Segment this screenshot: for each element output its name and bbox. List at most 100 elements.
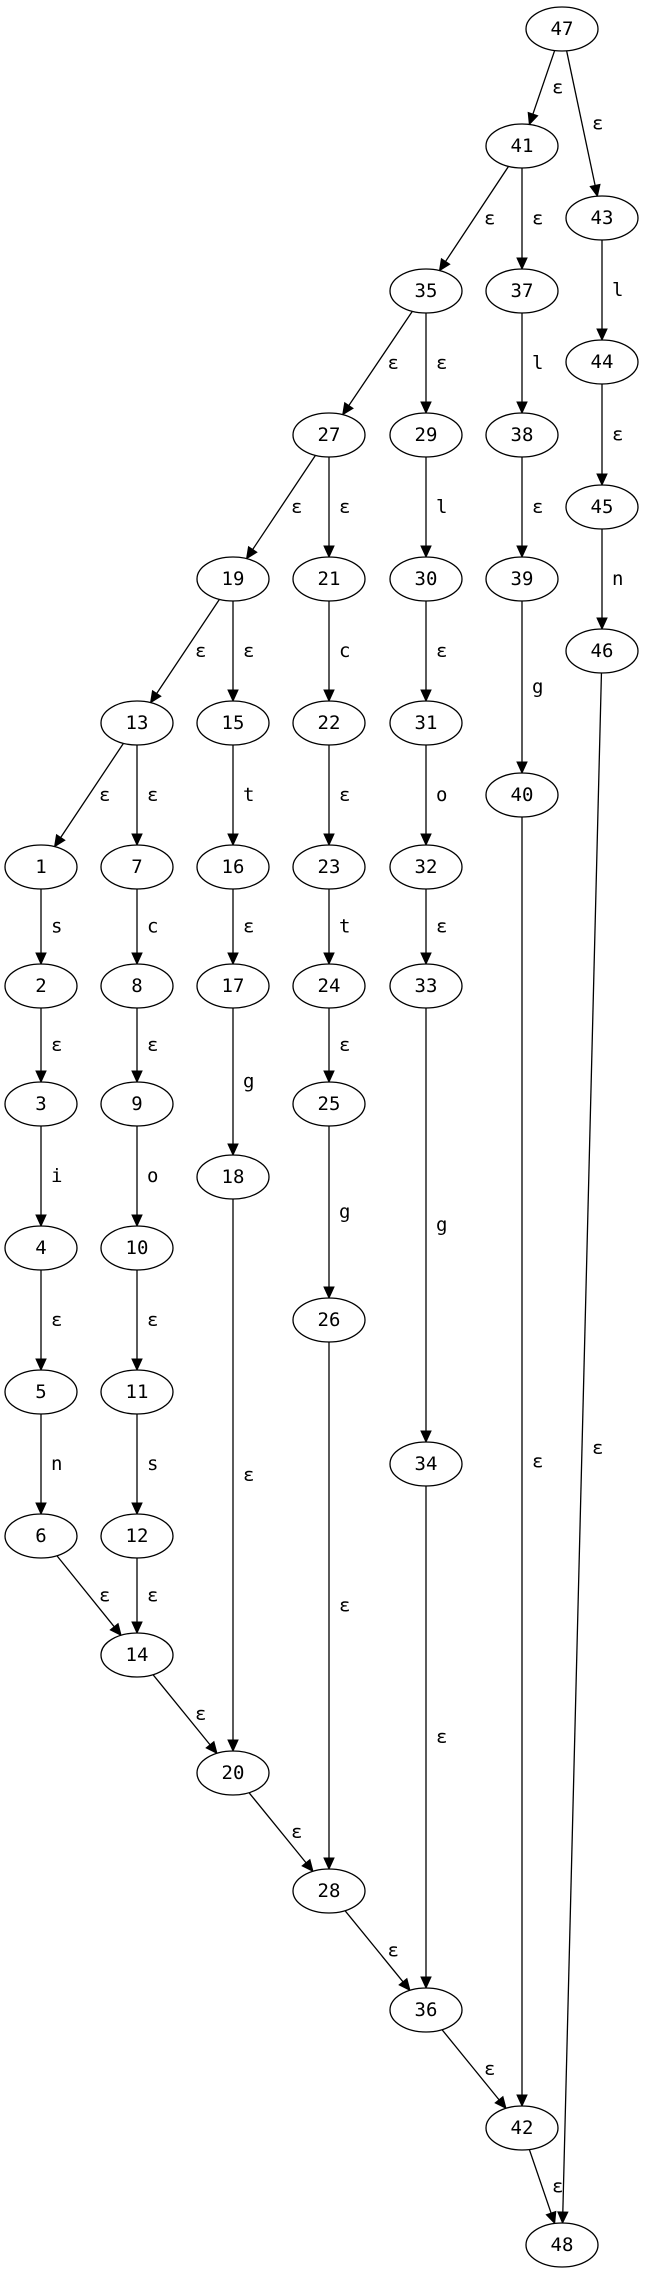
state-label: 9 [131, 1093, 142, 1115]
edge-label: ε [532, 1451, 543, 1473]
arrowhead [420, 401, 432, 415]
state-ellipse [196, 700, 270, 746]
arrowhead [227, 952, 239, 966]
edge-43-44: l [596, 240, 623, 342]
edge-label: l [612, 279, 623, 301]
arrowhead [516, 2094, 528, 2108]
arrowhead [323, 545, 335, 559]
state-node-42: 42 [485, 2105, 559, 2151]
edge-label: o [147, 1165, 158, 1187]
arrowhead [420, 545, 432, 559]
arrowhead [131, 952, 143, 966]
state-ellipse [525, 6, 599, 52]
arrowhead [227, 1739, 239, 1753]
edge-14-20: ε [152, 1674, 218, 1755]
arrowhead [131, 1502, 143, 1516]
state-node-36: 36 [389, 1987, 463, 2033]
edge-10-11: ε [131, 1270, 158, 1372]
edge-26-28: ε [323, 1342, 350, 1871]
edge-label: ε [484, 208, 495, 230]
state-label: 11 [126, 1381, 149, 1403]
state-node-15: 15 [196, 700, 270, 746]
state-label: 28 [318, 1880, 341, 1902]
edge-19-13: ε [149, 599, 220, 704]
edge-35-29: ε [420, 313, 447, 415]
arrowhead [323, 689, 335, 703]
state-ellipse [389, 1987, 463, 2033]
edge-label: ε [436, 916, 447, 938]
arrowhead [109, 1622, 122, 1637]
edge-37-38: l [516, 313, 543, 415]
arrowhead [227, 689, 239, 703]
edge-label: ε [99, 1585, 110, 1607]
state-ellipse [100, 1225, 174, 1271]
state-label: 37 [511, 280, 534, 302]
edge-label: ε [484, 2058, 495, 2080]
edge-8-9: ε [131, 1008, 158, 1084]
state-node-27: 27 [292, 412, 366, 458]
edge-11-12: s [131, 1414, 158, 1516]
state-ellipse [389, 1441, 463, 1487]
edge-20-28: ε [248, 1792, 314, 1873]
edge-label: ε [339, 1595, 350, 1617]
state-node-28: 28 [292, 1868, 366, 1914]
arrowhead [420, 952, 432, 966]
state-ellipse [292, 412, 366, 458]
state-label: 35 [415, 280, 438, 302]
state-label: 42 [511, 2117, 534, 2139]
edge-label: ε [147, 1585, 158, 1607]
state-node-24: 24 [292, 963, 366, 1009]
state-node-17: 17 [196, 963, 270, 1009]
arrowhead [205, 1740, 218, 1755]
state-label: 43 [591, 207, 614, 229]
edge-label: ε [147, 1309, 158, 1331]
edge-label: ε [592, 1437, 603, 1459]
state-node-31: 31 [389, 700, 463, 746]
edge-label: ε [291, 496, 302, 518]
state-ellipse [565, 628, 639, 674]
state-node-11: 11 [100, 1369, 174, 1415]
edge-9-10: o [131, 1126, 158, 1228]
edge-36-42: ε [441, 2029, 507, 2110]
arrowhead [35, 1214, 47, 1228]
edge-1-2: s [35, 889, 62, 966]
state-label: 23 [318, 856, 341, 878]
state-ellipse [485, 2105, 559, 2151]
state-node-10: 10 [100, 1225, 174, 1271]
state-ellipse [196, 1750, 270, 1796]
edge-16-17: ε [227, 889, 254, 966]
state-ellipse [292, 556, 366, 602]
edge-label: ε [388, 352, 399, 374]
state-node-18: 18 [196, 1154, 270, 1200]
arrowhead [323, 952, 335, 966]
state-ellipse [292, 1868, 366, 1914]
state-label: 16 [222, 856, 245, 878]
edge-label: ε [388, 1940, 399, 1962]
state-label: 46 [591, 640, 614, 662]
edge-label: s [51, 916, 62, 938]
state-label: 1 [35, 856, 46, 878]
edge-27-21: ε [323, 457, 350, 559]
edge-label: ε [99, 784, 110, 806]
state-label: 26 [318, 1309, 341, 1331]
state-label: 36 [415, 1999, 438, 2021]
edge-label: ε [552, 2176, 563, 2198]
state-node-43: 43 [565, 195, 639, 241]
edge-label: ε [532, 208, 543, 230]
state-label: 5 [35, 1381, 46, 1403]
arrowhead [420, 833, 432, 847]
state-node-48: 48 [525, 2222, 599, 2268]
state-node-21: 21 [292, 556, 366, 602]
edge-21-22: c [323, 601, 350, 703]
state-label: 24 [318, 975, 341, 997]
state-ellipse [100, 1369, 174, 1415]
edge-41-37: ε [516, 168, 543, 271]
state-label: 40 [511, 784, 534, 806]
edge-label: i [51, 1165, 62, 1187]
edge-label: l [436, 496, 447, 518]
state-node-33: 33 [389, 963, 463, 1009]
edge-label: ε [436, 352, 447, 374]
edge-33-34: g [420, 1008, 447, 1444]
edge-label: g [532, 676, 543, 698]
